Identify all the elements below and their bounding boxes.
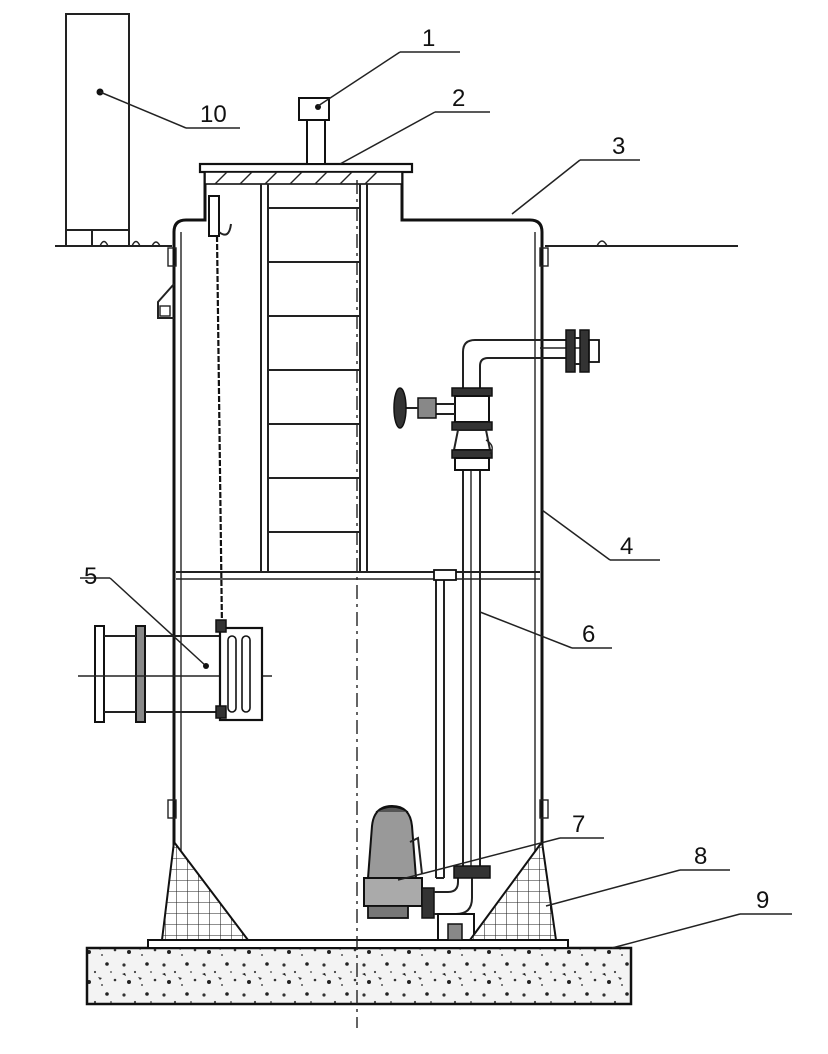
ladder (260, 184, 368, 572)
gate-valve (393, 387, 493, 471)
control-cabinet (65, 13, 130, 247)
discharge-pipe (462, 329, 600, 878)
callout-4: 4 (620, 533, 633, 560)
callout-3: 3 (612, 133, 625, 160)
callout-8: 8 (694, 843, 707, 870)
callout-labels: 1 2 3 4 5 6 7 8 9 10 (84, 25, 769, 914)
callout-9: 9 (756, 887, 769, 914)
ground-line (55, 240, 738, 247)
callout-5: 5 (84, 563, 97, 590)
top-cover (198, 162, 414, 185)
base-fill-right (468, 839, 558, 941)
tank-body (157, 170, 549, 940)
callout-10: 10 (200, 101, 227, 128)
guide-rail (433, 569, 457, 878)
leader-lines (80, 51, 792, 949)
callout-1: 1 (422, 25, 435, 52)
vent-pipe (298, 97, 330, 165)
callout-6: 6 (582, 621, 595, 648)
bottom-plate (147, 939, 569, 949)
callout-2: 2 (452, 85, 465, 112)
submersible-pump (363, 804, 491, 941)
lifting-hook (208, 195, 232, 629)
concrete-base (85, 946, 633, 1006)
inlet-gate (78, 619, 272, 723)
callout-7: 7 (572, 811, 585, 838)
base-fill-left (160, 839, 251, 941)
